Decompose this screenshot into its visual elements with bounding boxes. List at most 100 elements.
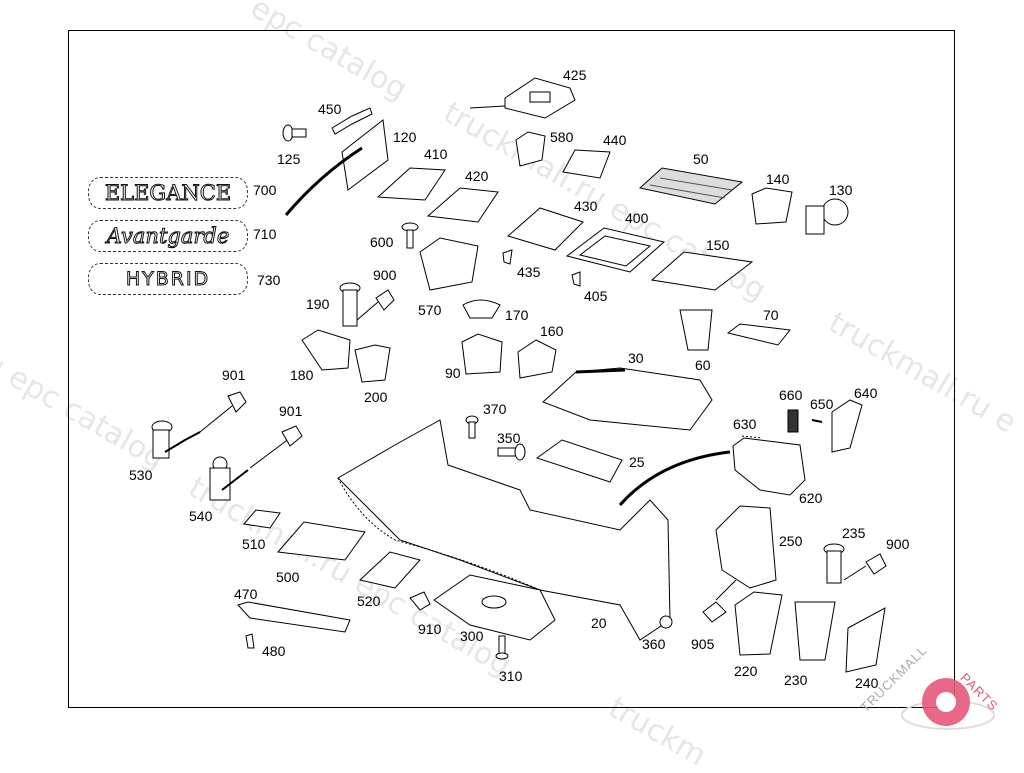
callout-900[interactable]: 900 xyxy=(886,536,910,552)
callout-910[interactable]: 910 xyxy=(418,621,442,637)
callout-60[interactable]: 60 xyxy=(695,357,711,373)
avantgarde-badge[interactable]: Avantgarde xyxy=(88,220,248,252)
callout-200[interactable]: 200 xyxy=(364,389,388,405)
part-360-drawing xyxy=(659,615,673,629)
part-190-drawing xyxy=(339,282,361,327)
part-580-drawing xyxy=(515,131,546,167)
part-640-drawing xyxy=(831,399,863,453)
callout-125[interactable]: 125 xyxy=(277,151,301,167)
callout-190[interactable]: 190 xyxy=(306,296,330,312)
callout-50[interactable]: 50 xyxy=(693,151,709,167)
part-240-drawing xyxy=(845,607,886,673)
part-540-drawing xyxy=(209,437,291,501)
part-450-drawing xyxy=(331,107,373,135)
callout-140[interactable]: 140 xyxy=(766,171,790,187)
callout-901[interactable]: 901 xyxy=(279,403,303,419)
callout-620[interactable]: 620 xyxy=(799,490,823,506)
callout-905[interactable]: 905 xyxy=(691,636,715,652)
part-530-drawing xyxy=(151,405,233,459)
callout-530[interactable]: 530 xyxy=(129,467,153,483)
elegance-badge[interactable]: ELEGANCE xyxy=(88,177,248,209)
part-440-drawing xyxy=(562,149,611,179)
part-570-drawing xyxy=(419,237,479,291)
callout-520[interactable]: 520 xyxy=(357,593,381,609)
callout-90[interactable]: 90 xyxy=(445,365,461,381)
truckmall-logo-icon xyxy=(901,678,995,730)
badge-text: Avantgarde xyxy=(106,224,230,249)
callout-650[interactable]: 650 xyxy=(810,396,834,412)
part-370-drawing xyxy=(465,415,479,439)
callout-480[interactable]: 480 xyxy=(262,643,286,659)
part-910-drawing xyxy=(409,591,431,611)
callout-360[interactable]: 360 xyxy=(642,636,666,652)
callout-150[interactable]: 150 xyxy=(706,237,730,253)
callout-540[interactable]: 540 xyxy=(189,508,213,524)
part-420-drawing xyxy=(426,187,499,223)
callout-630[interactable]: 630 xyxy=(733,416,757,432)
callout-700[interactable]: 700 xyxy=(253,182,277,198)
part-520-drawing xyxy=(358,551,421,589)
part-230-drawing xyxy=(794,601,836,661)
part-180-drawing xyxy=(301,329,351,371)
callout-300[interactable]: 300 xyxy=(460,628,484,644)
callout-510[interactable]: 510 xyxy=(242,536,266,552)
callout-470[interactable]: 470 xyxy=(234,586,258,602)
callout-500[interactable]: 500 xyxy=(276,569,300,585)
part-900a-drawing xyxy=(356,289,395,321)
callout-250[interactable]: 250 xyxy=(779,533,803,549)
part-20-drawing xyxy=(337,419,731,641)
callout-570[interactable]: 570 xyxy=(418,302,442,318)
part-660-drawing xyxy=(787,409,799,433)
part-480-drawing xyxy=(245,633,255,649)
callout-420[interactable]: 420 xyxy=(465,168,489,184)
callout-180[interactable]: 180 xyxy=(290,367,314,383)
part-510-drawing xyxy=(243,509,281,529)
callout-30[interactable]: 30 xyxy=(628,350,644,366)
callout-730[interactable]: 730 xyxy=(257,272,281,288)
callout-370[interactable]: 370 xyxy=(483,401,507,417)
callout-440[interactable]: 440 xyxy=(603,132,627,148)
callout-710[interactable]: 710 xyxy=(253,226,277,242)
part-470-drawing xyxy=(237,601,351,633)
part-50-drawing xyxy=(638,167,744,205)
callout-660[interactable]: 660 xyxy=(779,387,803,403)
callout-900[interactable]: 900 xyxy=(373,267,397,283)
callout-410[interactable]: 410 xyxy=(424,146,448,162)
callout-901[interactable]: 901 xyxy=(222,367,246,383)
callout-600[interactable]: 600 xyxy=(370,234,394,250)
callout-405[interactable]: 405 xyxy=(584,288,608,304)
callout-130[interactable]: 130 xyxy=(829,182,853,198)
callout-640[interactable]: 640 xyxy=(854,385,878,401)
callout-425[interactable]: 425 xyxy=(563,67,587,83)
hybrid-badge[interactable]: HYBRID xyxy=(88,263,248,295)
part-901a-drawing xyxy=(227,391,247,413)
callout-400[interactable]: 400 xyxy=(625,210,649,226)
callout-450[interactable]: 450 xyxy=(318,101,342,117)
part-901b-drawing xyxy=(281,425,303,447)
callout-230[interactable]: 230 xyxy=(784,672,808,688)
callout-20[interactable]: 20 xyxy=(591,615,607,631)
callout-25[interactable]: 25 xyxy=(629,454,645,470)
callout-310[interactable]: 310 xyxy=(499,668,523,684)
callout-435[interactable]: 435 xyxy=(517,264,541,280)
part-350-drawing xyxy=(497,443,526,461)
callout-580[interactable]: 580 xyxy=(550,129,574,145)
part-70-drawing xyxy=(726,323,791,346)
callout-70[interactable]: 70 xyxy=(763,307,779,323)
callout-240[interactable]: 240 xyxy=(855,675,879,691)
part-220-drawing xyxy=(734,591,783,656)
part-300-drawing xyxy=(433,574,556,641)
part-620-drawing xyxy=(732,435,806,496)
part-600-drawing xyxy=(401,222,419,249)
callout-170[interactable]: 170 xyxy=(505,307,529,323)
callout-120[interactable]: 120 xyxy=(393,129,417,145)
callout-220[interactable]: 220 xyxy=(734,663,758,679)
callout-350[interactable]: 350 xyxy=(497,430,521,446)
part-900b-drawing xyxy=(843,553,887,581)
part-200-drawing xyxy=(354,344,391,383)
callout-430[interactable]: 430 xyxy=(574,198,598,214)
callout-235[interactable]: 235 xyxy=(842,525,866,541)
diagram-frame xyxy=(68,30,955,708)
part-170-drawing xyxy=(462,299,501,319)
callout-160[interactable]: 160 xyxy=(540,323,564,339)
